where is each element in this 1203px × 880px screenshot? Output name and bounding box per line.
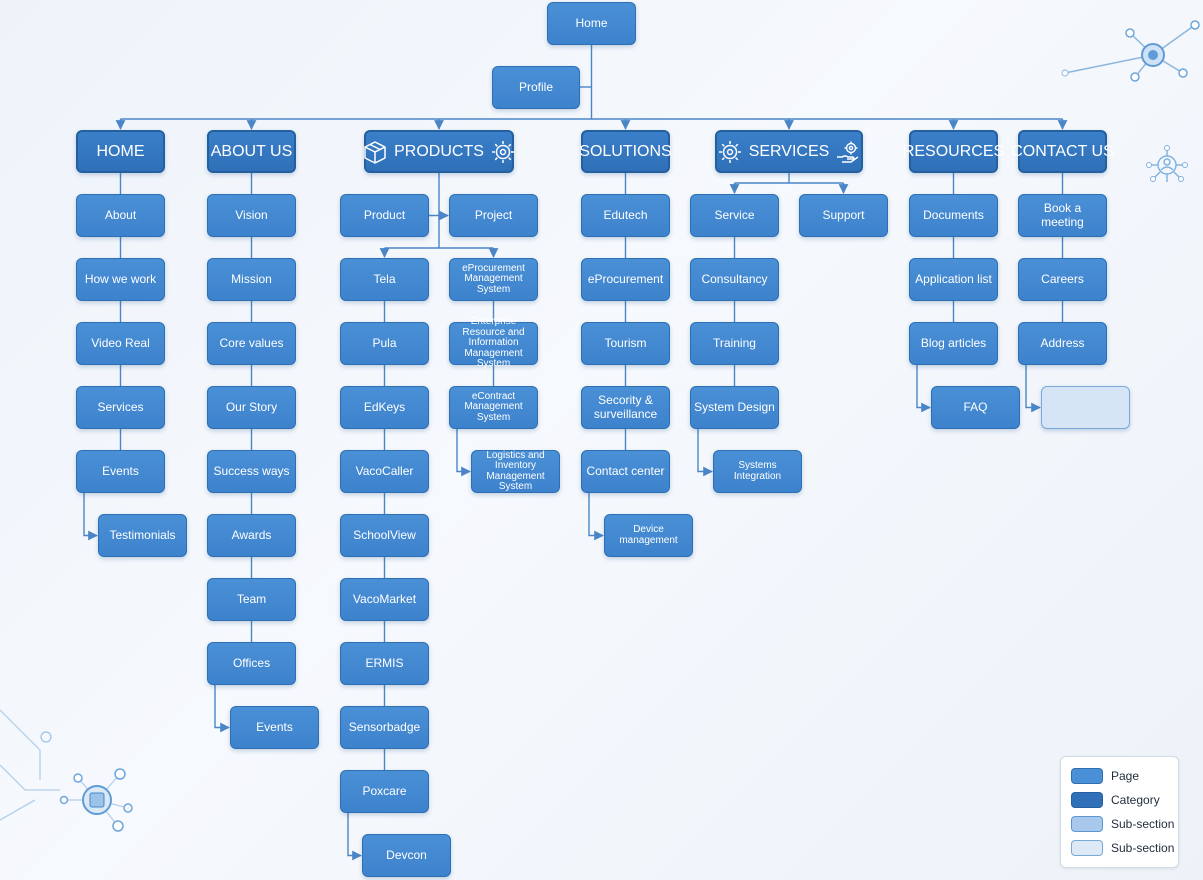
about-item-vision[interactable]: Vision	[207, 194, 296, 237]
connector-line	[916, 365, 931, 413]
solutions-item-contact-center[interactable]: Contact center	[581, 450, 670, 493]
connector-line	[83, 493, 98, 541]
legend-item-subsection: Sub-section	[1071, 815, 1174, 833]
category-about-us[interactable]: ABOUT US	[207, 130, 296, 173]
category-solutions[interactable]: SOLUTIONS	[579, 130, 672, 173]
services-item-consultancy[interactable]: Consultancy	[690, 258, 779, 301]
category-solutions-label: SOLUTIONS	[579, 142, 672, 160]
about-item-events[interactable]: Events	[230, 706, 319, 749]
category-products-label: PRODUCTS	[394, 142, 484, 160]
category-resources[interactable]: RESOURCES	[903, 130, 1004, 173]
project-econtract-ms[interactable]: eContract Management System	[449, 386, 538, 429]
category-contact-us[interactable]: CONTACT US	[1011, 130, 1114, 173]
product-sensorbadge[interactable]: Sensorbadge	[340, 706, 429, 749]
services-item-system-design[interactable]: System Design	[690, 386, 779, 429]
services-item-training[interactable]: Training	[690, 322, 779, 365]
legend-swatch-page	[1071, 768, 1103, 784]
products-item-product[interactable]: Product	[340, 194, 429, 237]
hand-gear-icon	[837, 141, 859, 163]
resources-item-application-list[interactable]: Application list	[909, 258, 998, 301]
contact-item-careers[interactable]: Careers	[1018, 258, 1107, 301]
home-item-about[interactable]: About	[76, 194, 165, 237]
connector-line	[347, 813, 362, 861]
product-vacocaller[interactable]: VacoCaller	[340, 450, 429, 493]
about-item-core-values[interactable]: Core values	[207, 322, 296, 365]
about-item-awards[interactable]: Awards	[207, 514, 296, 557]
project-eprocurement-ms[interactable]: eProcurement Management System	[449, 258, 538, 301]
product-pula[interactable]: Pula	[340, 322, 429, 365]
resources-item-faq[interactable]: FAQ	[931, 386, 1020, 429]
services-item-support[interactable]: Support	[799, 194, 888, 237]
project-logistics-inventory-ms[interactable]: Logistics and Inventory Management Syste…	[471, 450, 560, 493]
category-services[interactable]: SERVICES	[715, 130, 863, 173]
network-decoration-icon	[1061, 20, 1200, 82]
about-item-success-ways[interactable]: Success ways	[207, 450, 296, 493]
legend-label-page: Page	[1111, 769, 1140, 783]
connector-line	[697, 429, 713, 477]
connector-line	[456, 429, 471, 477]
connector-line	[1025, 365, 1041, 413]
resources-item-blog-articles[interactable]: Blog articles	[909, 322, 998, 365]
resources-item-documents[interactable]: Documents	[909, 194, 998, 237]
contact-item-empty-subsection[interactable]	[1041, 386, 1130, 429]
products-item-project[interactable]: Project	[449, 194, 538, 237]
solutions-item-tourism[interactable]: Tourism	[581, 322, 670, 365]
gear-icon	[491, 140, 514, 163]
solutions-item-device-management[interactable]: Device management	[604, 514, 693, 557]
home-item-events[interactable]: Events	[76, 450, 165, 493]
legend-item-subsection-light: Sub-section	[1071, 839, 1174, 857]
box-icon	[364, 140, 386, 164]
legend-swatch-category	[1071, 792, 1103, 808]
category-home[interactable]: HOME	[76, 130, 165, 173]
legend: Page Category Sub-section Sub-section	[1060, 756, 1179, 868]
product-devcon[interactable]: Devcon	[362, 834, 451, 877]
legend-swatch-subsection-light	[1071, 840, 1103, 856]
circuit-decoration-icon	[0, 709, 133, 832]
legend-item-page: Page	[1071, 767, 1139, 785]
legend-label-subsection-light: Sub-section	[1111, 841, 1175, 855]
solutions-item-eprocurement[interactable]: eProcurement	[581, 258, 670, 301]
home-item-testimonials[interactable]: Testimonials	[98, 514, 187, 557]
about-item-offices[interactable]: Offices	[207, 642, 296, 685]
home-item-services[interactable]: Services	[76, 386, 165, 429]
project-erims[interactable]: Enterprise Resource and Information Mana…	[449, 317, 538, 369]
category-about-label: ABOUT US	[210, 142, 293, 160]
node-profile[interactable]: Profile	[492, 66, 580, 109]
category-resources-label: RESOURCES	[902, 142, 1005, 160]
contact-item-address[interactable]: Address	[1018, 322, 1107, 365]
product-poxcare[interactable]: Poxcare	[340, 770, 429, 813]
services-item-systems-integration[interactable]: Systems Integration	[713, 450, 802, 493]
product-edkeys[interactable]: EdKeys	[340, 386, 429, 429]
legend-swatch-subsection	[1071, 816, 1103, 832]
category-home-label: HOME	[96, 142, 145, 160]
people-network-icon	[1146, 145, 1188, 182]
gear-icon	[718, 140, 741, 163]
services-item-service[interactable]: Service	[690, 194, 779, 237]
product-ermis[interactable]: ERMIS	[340, 642, 429, 685]
legend-item-category: Category	[1071, 791, 1160, 809]
category-services-label: SERVICES	[748, 142, 830, 160]
product-vacomarket[interactable]: VacoMarket	[340, 578, 429, 621]
about-item-team[interactable]: Team	[207, 578, 296, 621]
connector-line	[214, 685, 230, 733]
legend-label-category: Category	[1111, 793, 1160, 807]
contact-item-book-meeting[interactable]: Book a meeting	[1018, 194, 1107, 237]
solutions-item-edutech[interactable]: Edutech	[581, 194, 670, 237]
solutions-item-security-surveillance[interactable]: Secority & surveillance	[581, 386, 670, 429]
about-item-our-story[interactable]: Our Story	[207, 386, 296, 429]
product-schoolview[interactable]: SchoolView	[340, 514, 429, 557]
legend-label-subsection: Sub-section	[1111, 817, 1175, 831]
category-contact-label: CONTACT US	[1011, 142, 1114, 160]
node-home-root[interactable]: Home	[547, 2, 636, 45]
about-item-mission[interactable]: Mission	[207, 258, 296, 301]
home-item-how-we-work[interactable]: How we work	[76, 258, 165, 301]
product-tela[interactable]: Tela	[340, 258, 429, 301]
home-item-video-real[interactable]: Video Real	[76, 322, 165, 365]
connector-line	[588, 493, 604, 541]
category-products[interactable]: PRODUCTS	[364, 130, 514, 173]
